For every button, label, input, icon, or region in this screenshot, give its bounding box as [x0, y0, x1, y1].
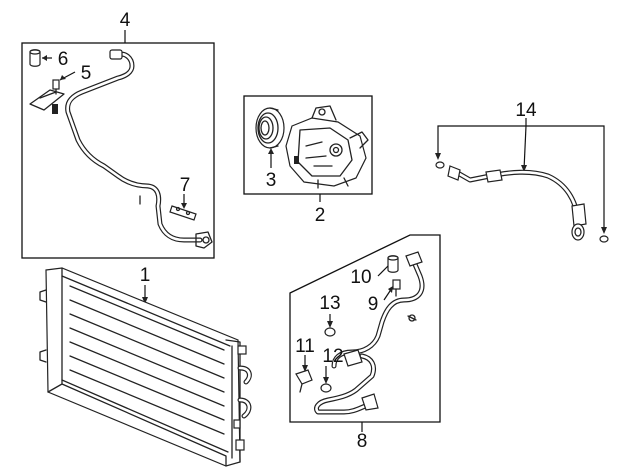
- group-2-compressor: 3 2: [243, 95, 373, 226]
- callout-2: 2: [315, 205, 326, 226]
- seal-ring-right: [599, 235, 609, 243]
- callout-14-leader: [523, 125, 527, 171]
- part-5-valve-core: [52, 71, 76, 95]
- callout-10-leader: [377, 265, 389, 277]
- callout-1: 1: [140, 265, 151, 286]
- group-4-frame: [21, 42, 215, 259]
- callout-8: 8: [357, 431, 368, 452]
- group-8-liquid-line: 10 9 13 11 12 8: [289, 234, 441, 452]
- callout-13: 13: [319, 293, 340, 314]
- callout-9: 9: [368, 294, 379, 315]
- part-13-o-ring: [324, 314, 336, 337]
- pressure-hose-part: [447, 165, 587, 241]
- group-2-frame: [243, 95, 373, 195]
- group-4-suction-hose: 4 6 5 7: [21, 10, 215, 259]
- group-14-bracket-line: [437, 125, 605, 232]
- callout-4: 4: [120, 10, 131, 31]
- part-7-bracket: [169, 194, 197, 221]
- callout-10: 10: [350, 267, 371, 288]
- callout-3: 3: [266, 170, 277, 191]
- group-8-frame: [289, 234, 441, 423]
- part-12-o-ring: [320, 366, 332, 393]
- callout-12: 12: [322, 346, 343, 367]
- compressor-body: [285, 105, 369, 189]
- part-11-clip: [295, 355, 313, 393]
- seal-ring-left: [435, 161, 445, 169]
- callout-14: 14: [515, 100, 537, 121]
- part-6-cap: [29, 49, 52, 67]
- group-14-pressure-hose: 14: [435, 100, 609, 243]
- part-10-cap: [377, 255, 399, 277]
- callout-11: 11: [295, 336, 315, 357]
- part-9-valve-core: [383, 279, 401, 301]
- callout-7: 7: [180, 175, 191, 196]
- part-1-condenser: 1: [39, 265, 252, 467]
- part-3-clutch-pulley: [255, 107, 285, 168]
- liquid-line-part: [314, 251, 425, 415]
- suction-hose-part: [29, 49, 213, 249]
- callout-6: 6: [58, 49, 69, 70]
- callout-5: 5: [81, 63, 92, 84]
